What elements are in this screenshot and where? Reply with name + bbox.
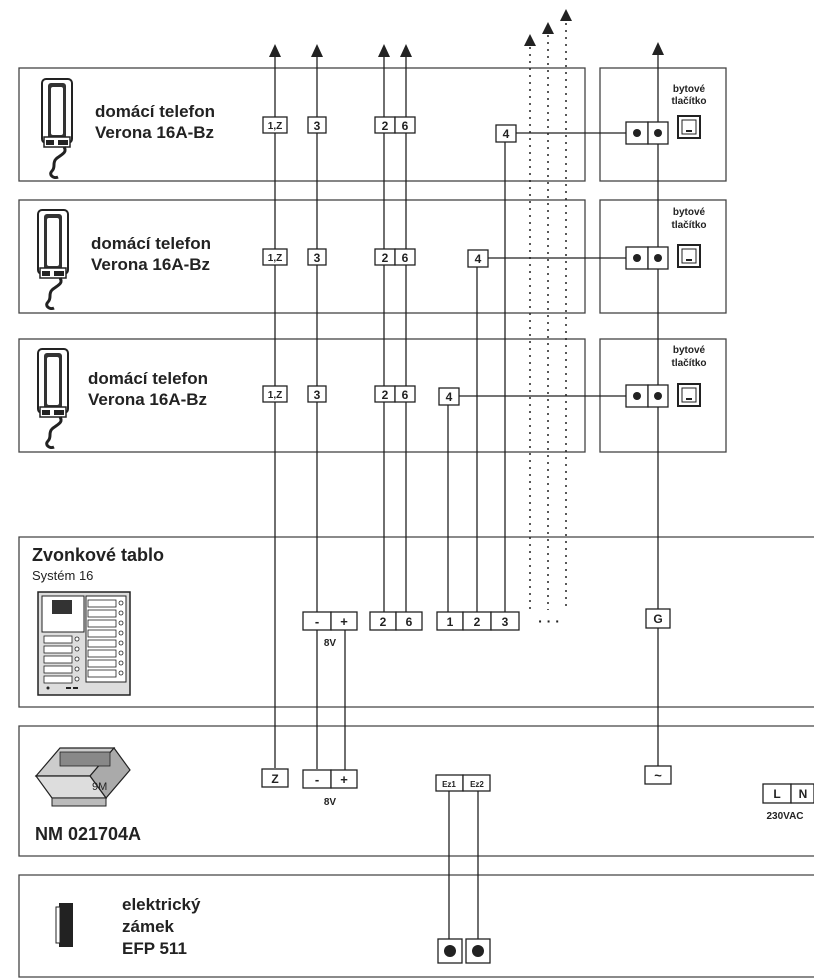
power-supply-title: NM 021704A [35, 824, 141, 844]
ellipsis-label: · · · [538, 613, 560, 629]
arrow-up-icon [524, 34, 536, 46]
terminal-label: 2 [380, 615, 387, 629]
button-label: bytové [673, 84, 706, 95]
phone-model: Verona 16A-Bz [88, 390, 207, 409]
voltage-label: 8V [324, 797, 337, 808]
phone-title: domácí telefon [95, 102, 215, 121]
arrow-up-icon [269, 44, 281, 57]
terminal-label: 4 [446, 390, 453, 404]
button-label: tlačítko [671, 96, 706, 107]
terminal-label: 6 [402, 388, 409, 402]
arrow-up-icon [542, 22, 554, 34]
terminal-label: 3 [314, 388, 321, 402]
module-label: 9M [92, 781, 107, 793]
lock-title: elektrický [122, 895, 201, 914]
button-label: tlačítko [671, 358, 706, 369]
door-panel-icon [37, 591, 131, 696]
terminal-label: 3 [502, 615, 509, 629]
door-panel-title: Zvonkové tablo [32, 545, 164, 565]
terminal-label: 6 [406, 615, 413, 629]
arrow-up-icon [311, 44, 323, 57]
door-panel-terminals: - + 8V 2 6 1 2 3 · · · G [302, 608, 671, 649]
terminal-label: N [799, 787, 808, 801]
phone-model: Verona 16A-Bz [91, 255, 210, 274]
terminal-label: 2 [382, 251, 389, 265]
power-supply-box [18, 725, 814, 857]
lock-terminals [437, 938, 491, 964]
power-supply-section: 9M NM 021704A 230VAC [18, 725, 814, 857]
terminal-label: - [315, 772, 319, 787]
terminal-label: ~ [654, 768, 662, 783]
terminal-label: Z [271, 772, 278, 786]
phone-panel [18, 67, 586, 182]
terminal-label: Ez1 [442, 780, 456, 789]
lock-model: EFP 511 [122, 939, 187, 958]
phone-panel [18, 199, 586, 314]
arrow-up-icon [378, 44, 390, 57]
arrow-up-icon [652, 42, 664, 55]
phone-terminals: 1,Z 3 2 6 4 1,Z 3 2 6 4 1,Z 3 2 6 4 [262, 116, 517, 406]
lock-section: elektrický zámek EFP 511 [18, 874, 814, 978]
mains-voltage-label: 230VAC [766, 811, 803, 822]
terminal-label: 4 [503, 127, 510, 141]
terminal-label: 1,Z [268, 253, 282, 264]
terminal-label: Ez2 [470, 780, 484, 789]
button-label: tlačítko [671, 220, 706, 231]
door-panel-subtitle: Systém 16 [32, 568, 93, 583]
button-label: bytové [673, 345, 706, 356]
terminal-label: 4 [475, 252, 482, 266]
phone-title: domácí telefon [91, 234, 211, 253]
terminal-label: 1 [447, 615, 454, 629]
arrow-up-icon [560, 9, 572, 21]
terminal-label: L [773, 787, 780, 801]
terminal-label: 2 [474, 615, 481, 629]
button-terminals [625, 121, 669, 408]
arrows [269, 9, 664, 57]
terminal-label: G [653, 612, 662, 626]
terminal-label: + [340, 614, 348, 629]
terminal-label: - [315, 614, 319, 629]
voltage-label: 8V [324, 638, 337, 649]
phone-unit-1: domácí telefon Verona 16A-Bz [18, 67, 586, 182]
terminal-label: 2 [382, 388, 389, 402]
terminal-label: 3 [314, 119, 321, 133]
terminal-label: 3 [314, 251, 321, 265]
terminal-label: 1,Z [268, 390, 282, 401]
arrow-up-icon [400, 44, 412, 57]
power-supply-terminals: Z - + 8V Ez1 Ez2 ~ L N [261, 765, 814, 808]
wires [274, 16, 659, 950]
terminal-label: 6 [402, 119, 409, 133]
terminal-label: 2 [382, 119, 389, 133]
lock-title: zámek [122, 917, 175, 936]
lock-icon [59, 903, 73, 947]
terminal-label: + [340, 772, 348, 787]
terminal-label: 1,Z [268, 121, 282, 132]
terminal-label: 6 [402, 251, 409, 265]
phone-title: domácí telefon [88, 369, 208, 388]
phone-model: Verona 16A-Bz [95, 123, 214, 142]
lock-box [18, 874, 814, 978]
phone-unit-2: domácí telefon Verona 16A-Bz [18, 199, 586, 314]
din-module-icon: 9M [34, 747, 131, 807]
button-label: bytové [673, 207, 706, 218]
